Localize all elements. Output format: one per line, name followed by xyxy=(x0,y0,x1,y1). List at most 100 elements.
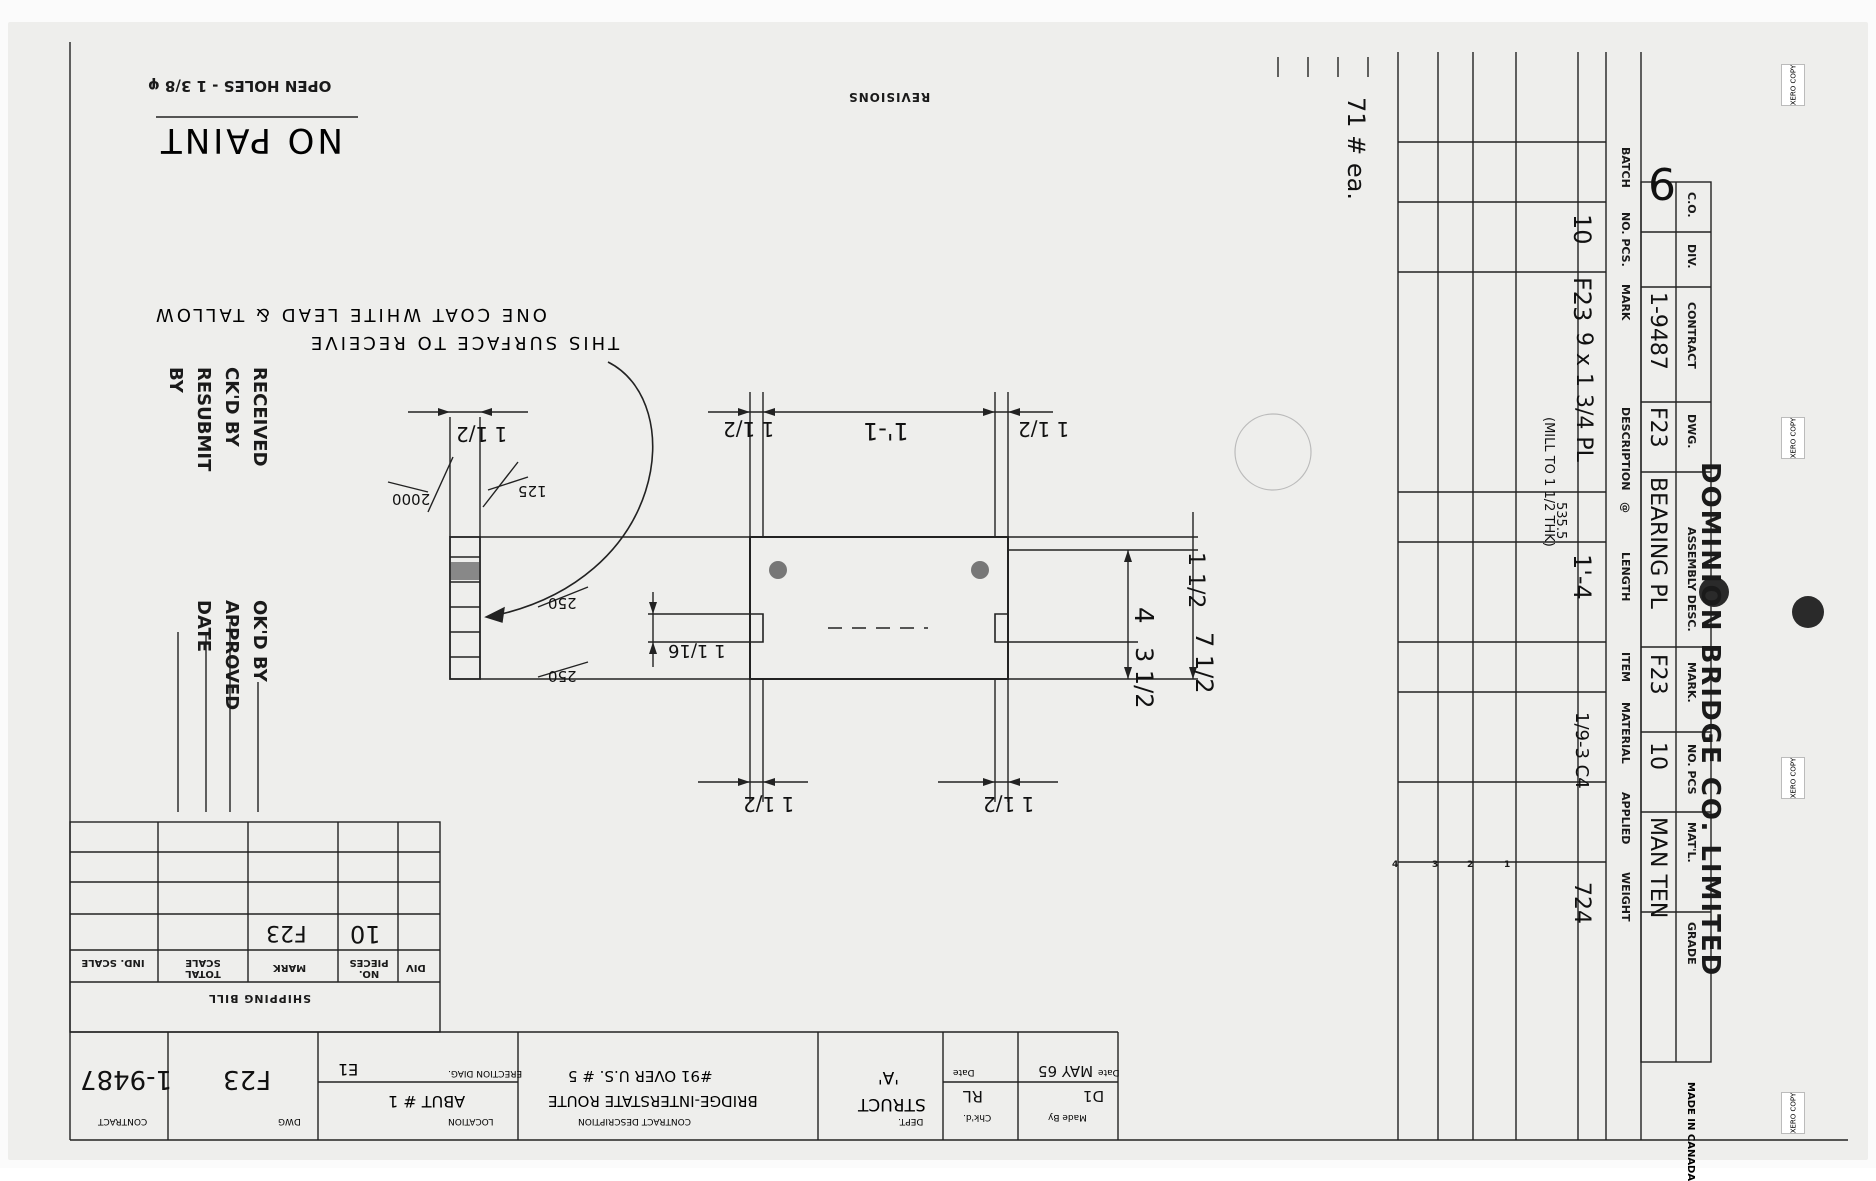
bill-header-applied: APPLIED xyxy=(1619,792,1632,845)
made-by-label: Made By xyxy=(1048,1112,1087,1122)
bill-header-no-pcs: NO. PCS. xyxy=(1619,212,1632,267)
date-label: Date xyxy=(1098,1067,1120,1077)
row-number-3: 3 xyxy=(1432,860,1439,870)
approval-approved: APPROVED xyxy=(221,600,242,711)
dim-right-a: 1 1/2 xyxy=(1183,552,1208,609)
dim-top-right: 1 1/2 xyxy=(1018,417,1070,441)
weld-d: 250 xyxy=(548,667,577,685)
bill-header-mark: MARK xyxy=(1619,284,1632,321)
dept-label: DEPT. xyxy=(898,1116,924,1126)
made-in-label: MADE IN CANADA xyxy=(1685,1082,1696,1181)
contract-value: 1-9487 xyxy=(80,1064,173,1094)
bill-length: 1'-4 xyxy=(1568,554,1596,600)
shipping-mark-value: F23 xyxy=(266,920,307,945)
approval-by: BY xyxy=(165,367,186,393)
bill-weight: 724 xyxy=(1569,882,1594,924)
chkd-value: RL xyxy=(963,1087,984,1106)
xero-copy-stamp: XERO COPY xyxy=(1781,417,1805,459)
shipping-header-total-scale: TOTAL SCALE xyxy=(185,957,221,979)
header-assembly: ASSEMBLY DESC. xyxy=(1685,527,1698,632)
bill-no-pcs: 10 xyxy=(1568,214,1596,245)
header-matl-value: MAN TEN xyxy=(1645,817,1670,919)
approval-date: DATE xyxy=(193,600,214,653)
header-contract-value: 1-9487 xyxy=(1645,292,1670,370)
header-div: DIV. xyxy=(1685,244,1698,269)
dim-right-b: 4 xyxy=(1128,607,1158,624)
bill-header-material: MATERIAL xyxy=(1619,702,1632,764)
dept-value: STRUCT xyxy=(858,1094,926,1114)
dim-bottom-left: 1 1/2 xyxy=(743,792,795,816)
dim-top-mid: 1'-1 xyxy=(863,417,909,445)
bill-header-item: ITEM xyxy=(1619,652,1632,683)
dim-top-left: 1 1/2 xyxy=(723,417,775,441)
approval-ckd-by: CK'D BY xyxy=(221,367,242,447)
bill-header-description: DESCRIPTION xyxy=(1619,407,1632,491)
contract-desc-2: #91 OVER U.S. # 5 xyxy=(568,1067,713,1085)
erection-value: E1 xyxy=(338,1060,359,1079)
bill-mark: F23 xyxy=(1568,277,1596,322)
approval-resubmit: RESUBMIT xyxy=(193,367,214,472)
dept-code: 'A' xyxy=(878,1067,899,1087)
no-paint-note: NO PAINT xyxy=(158,120,343,160)
header-mark: MARK. xyxy=(1685,662,1698,703)
bill-note: 71 # ea. xyxy=(1342,97,1370,201)
header-no-pcs-value: 10 xyxy=(1645,742,1670,770)
shipping-bill-title: SHIPPING BILL xyxy=(208,992,311,1005)
erection-label: ERECTION DIAG. xyxy=(448,1068,523,1078)
contract-label: CONTRACT xyxy=(98,1116,148,1126)
surface-note-2: ONE COAT WHITE LEAD & TALLOW xyxy=(153,304,547,325)
weld-c: 250 xyxy=(548,594,577,612)
bill-header-at: @ xyxy=(1619,502,1632,513)
dim-slot: 1 1/16 xyxy=(668,640,726,661)
dim-bottom-right: 1 1/2 xyxy=(983,792,1035,816)
contract-desc-1: BRIDGE-INTERSTATE ROUTE xyxy=(548,1092,758,1110)
header-mark-value: F23 xyxy=(1645,654,1670,695)
surface-note-1: THIS SURFACE TO RECEIVE xyxy=(308,332,620,353)
drawing-linework xyxy=(69,42,1848,1141)
row-number-2: 2 xyxy=(1467,860,1474,870)
shipping-header-div: DIV xyxy=(406,962,426,973)
shipping-header-mark: MARK xyxy=(273,962,307,973)
approval-okd-by: OK'D BY xyxy=(249,600,270,682)
header-no-pcs: NO. PCS xyxy=(1685,744,1698,795)
bill-description: 9 x 1 3/4 PL xyxy=(1571,332,1596,462)
header-matl: MAT'L. xyxy=(1685,822,1698,863)
header-assembly-value: BEARING PL xyxy=(1645,477,1670,609)
header-contract: CONTRACT xyxy=(1685,302,1698,369)
location-value: ABUT # 1 xyxy=(388,1092,466,1111)
drawing-sheet: DOMINION BRIDGE CO. LIMITED MADE IN CANA… xyxy=(8,22,1868,1181)
approval-received: RECEIVED xyxy=(249,367,270,467)
row-number-4: 4 xyxy=(1392,860,1399,870)
weld-a: 2000 xyxy=(392,490,431,508)
header-dwg-value: F23 xyxy=(1645,407,1670,448)
dim-right-d: 7 1/2 xyxy=(1190,632,1218,694)
xero-copy-stamp: XERO COPY xyxy=(1781,64,1805,106)
header-co: C.O. xyxy=(1685,192,1698,218)
chkd-label: Chk'd. xyxy=(963,1112,992,1122)
dim-side-top: 1 1/2 xyxy=(456,422,508,446)
made-by-value: D1 xyxy=(1083,1087,1105,1105)
weld-b: 125 xyxy=(518,482,547,500)
row-number-1: 1 xyxy=(1504,860,1511,870)
open-holes-note: OPEN HOLES - 1 3/8 φ xyxy=(148,77,332,95)
revisions-label: REVISIONS xyxy=(848,90,931,104)
date2-label: Date xyxy=(953,1067,975,1077)
date-value: MAY 65 xyxy=(1038,1062,1094,1080)
dwg-label: DWG xyxy=(278,1116,301,1126)
bill-header-batch: BATCH xyxy=(1619,147,1632,188)
dim-right-c: 3 1/2 xyxy=(1130,647,1158,709)
dwg-value: F23 xyxy=(223,1064,272,1094)
bill-at: 535.5 xyxy=(1553,502,1568,540)
header-grade: GRADE xyxy=(1685,922,1698,965)
shipping-header-ind-scale: IND. SCALE xyxy=(81,957,145,968)
bill-material: 1/9-3 C4 xyxy=(1571,712,1592,789)
bill-header-weight: WEIGHT xyxy=(1619,872,1632,922)
xero-copy-stamp: XERO COPY xyxy=(1781,757,1805,799)
contract-desc-label: CONTRACT DESCRIPTION xyxy=(578,1116,692,1126)
sheet-number: 9 xyxy=(1648,157,1676,208)
xero-copy-stamp: XERO COPY xyxy=(1781,1092,1805,1134)
shipping-header-pieces: NO. PIECES xyxy=(349,957,389,979)
bill-header-length: LENGTH xyxy=(1619,552,1632,602)
location-label: LOCATION xyxy=(448,1116,494,1126)
